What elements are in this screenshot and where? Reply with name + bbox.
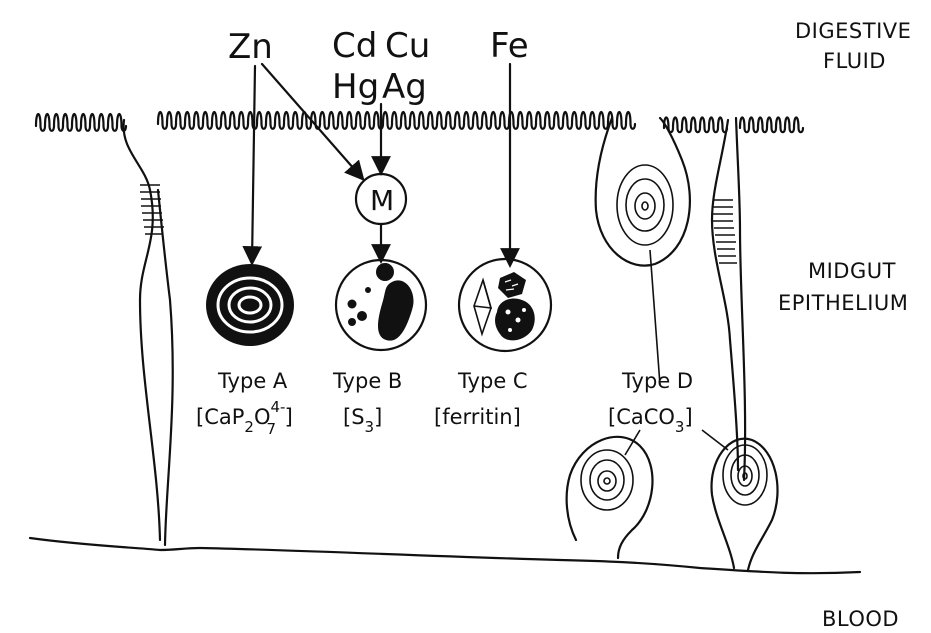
septate-junction-left (140, 184, 164, 235)
type-d-lower-right-granule (722, 444, 768, 506)
type-c-granule (457, 257, 553, 353)
label-cd: Cd (332, 26, 377, 66)
label-type-c: Type C (457, 369, 528, 393)
microvilli-border-main (156, 110, 637, 130)
label-cu: Cu (385, 26, 430, 66)
formula-type-a: [CaP2O4-7 ] (196, 398, 293, 438)
type-b-granule (334, 258, 428, 352)
label-type-d: Type D (621, 369, 693, 393)
label-type-a: Type A (217, 369, 288, 393)
label-fluid: FLUID (823, 49, 886, 73)
label-hg: Hg (332, 67, 379, 107)
microvilli-border-right (662, 116, 729, 134)
microvilli-border-left (34, 112, 128, 132)
type-d-pointer-lower-right (701, 429, 729, 451)
type-d-pointer-lower-left (624, 429, 641, 456)
label-midgut: MIDGUT (808, 259, 896, 283)
type-d-lower-right-cell (710, 437, 779, 572)
label-zn: Zn (228, 27, 273, 67)
label-digestive: DIGESTIVE (795, 19, 911, 43)
label-ag: Ag (382, 67, 427, 107)
type-d-upper-cell (594, 116, 691, 267)
cell-boundary-left (122, 118, 174, 547)
label-m: M (370, 184, 394, 217)
formula-type-c: [ferritin] (434, 405, 521, 429)
label-epithelium: EPITHELIUM (778, 291, 908, 315)
type-d-lower-left-cell (565, 435, 654, 560)
m-carrier-circle (354, 172, 408, 226)
arrow-zn-to-type-a (242, 64, 263, 266)
type-a-granule (206, 264, 294, 346)
type-d-lower-left-granule (580, 449, 634, 511)
type-d-pointer-upper (649, 249, 661, 386)
basal-membrane (28, 536, 862, 575)
microvilli-border-far-right (738, 116, 805, 134)
arrow-zn-to-m (260, 62, 365, 181)
cell-boundary-right (710, 116, 747, 482)
type-d-upper-granule (616, 164, 674, 246)
label-fe: Fe (490, 26, 529, 66)
formula-type-b: [S3] (343, 405, 382, 436)
formula-type-d: [CaCO3] (608, 405, 693, 436)
label-blood: BLOOD (822, 607, 899, 631)
septate-junction-right (713, 199, 737, 264)
label-type-b: Type B (332, 369, 402, 393)
